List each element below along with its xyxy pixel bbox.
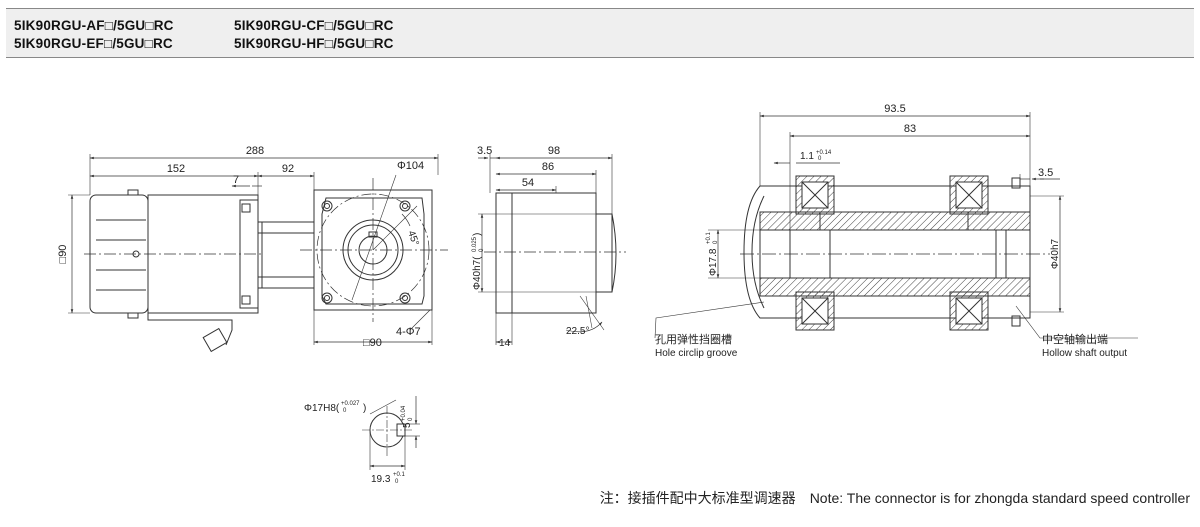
label-circlip-en: Hole circlip groove [655, 348, 738, 359]
dim-flange: 7 [233, 174, 239, 186]
bearing-left-bottom [795, 291, 835, 331]
svg-text:): ) [472, 233, 483, 236]
label-circlip-cn: 孔用弹性挡圈槽 [655, 332, 732, 346]
dim-height: □90 [57, 245, 69, 264]
svg-text:0: 0 [713, 240, 719, 244]
bearing-left-top [795, 175, 835, 215]
connector-plug [202, 327, 228, 353]
note-cn: 注：接插件配中大标准型调速器 [599, 490, 796, 506]
dim-14: 14 [499, 338, 511, 349]
dim-outer-shaft: Φ40h7 [1050, 238, 1061, 269]
model-header: 5IK90RGU-AF□/5GU□RC 5IK90RGU-CF□/5GU□RC … [6, 8, 1194, 58]
svg-text:5: 5 [402, 422, 413, 428]
front-view [300, 174, 448, 345]
shaft-wall-top [759, 211, 1031, 231]
dim-key-width-tol-lower: 0 [395, 479, 399, 485]
dim-1-1-tol-upper: +0.14 [816, 150, 832, 156]
svg-text:0: 0 [479, 248, 485, 252]
model-label-af: 5IK90RGU-AF□/5GU□RC [14, 18, 174, 33]
mounting-holes [321, 200, 411, 304]
gearhead-neck [257, 221, 315, 289]
label-hollow-cn: 中空轴输出端 [1042, 332, 1108, 346]
dim-key-width-tol-upper: +0.1 [393, 472, 406, 478]
note-en: Note: The connector is for zhongda stand… [809, 490, 1190, 506]
dim-3-5-gear: 3.5 [477, 145, 492, 157]
connector-note: 注：接插件配中大标准型调速器 Note: The connector is for… [586, 488, 1190, 508]
dim-93-5: 93.5 [884, 103, 905, 115]
shaft-wall-bottom [759, 277, 1031, 297]
model-label-cf: 5IK90RGU-CF□/5GU□RC [234, 18, 394, 33]
model-label-hf: 5IK90RGU-HF□/5GU□RC [234, 36, 394, 51]
dim-1-1-tol-lower: 0 [818, 156, 822, 162]
gearhead-view [478, 154, 626, 345]
section-view [654, 112, 1138, 339]
dim-key: 5 +0.04 0 [401, 405, 414, 428]
model-label-ef: 5IK90RGU-EF□/5GU□RC [14, 36, 173, 51]
dim-98: 98 [548, 145, 560, 157]
dim-bore-h8: Φ17H8( [304, 403, 340, 414]
dim-pcd: Φ104 [397, 160, 424, 172]
svg-text:+0.1: +0.1 [706, 231, 712, 244]
dim-shaft-diameter: Φ40h7( 0.025 0 ) [472, 233, 485, 290]
side-view [68, 154, 439, 353]
dim-angle-22-5: 22.5° [566, 326, 589, 337]
label-hollow-en: Hollow shaft output [1042, 348, 1127, 359]
dim-54: 54 [522, 177, 534, 189]
dim-mount-holes: 4-Φ7 [396, 326, 421, 338]
dim-bore-h8-tol-lower: 0 [343, 408, 347, 414]
svg-text:): ) [363, 403, 366, 414]
svg-text:Φ40h7(: Φ40h7( [472, 256, 483, 290]
dim-bore-h8-tol-upper: +0.027 [341, 401, 360, 407]
dim-motor-length: 152 [167, 163, 185, 175]
dim-flange-square: □90 [363, 337, 382, 349]
dim-3-5-section: 3.5 [1038, 167, 1053, 179]
dim-total-length: 288 [246, 145, 264, 157]
housing-outline [743, 185, 1031, 319]
bearing-right-top [949, 175, 989, 215]
gearhead-body [495, 192, 597, 314]
dim-key-width: 19.3 [371, 474, 391, 485]
dim-1-1: 1.1 [800, 151, 814, 162]
bore-detail [362, 396, 420, 470]
bearing-right-bottom [949, 291, 989, 331]
dim-inner-bore: Φ17.8 +0.1 0 [706, 231, 719, 276]
svg-text:0: 0 [408, 417, 414, 421]
dim-83: 83 [904, 123, 916, 135]
dim-gear-length: 92 [282, 163, 294, 175]
dim-angle-45: 45° [405, 229, 421, 247]
svg-text:+0.04: +0.04 [401, 405, 407, 421]
dim-86: 86 [542, 161, 554, 173]
svg-text:Φ17.8: Φ17.8 [708, 248, 719, 276]
svg-text:0.025: 0.025 [472, 236, 478, 252]
